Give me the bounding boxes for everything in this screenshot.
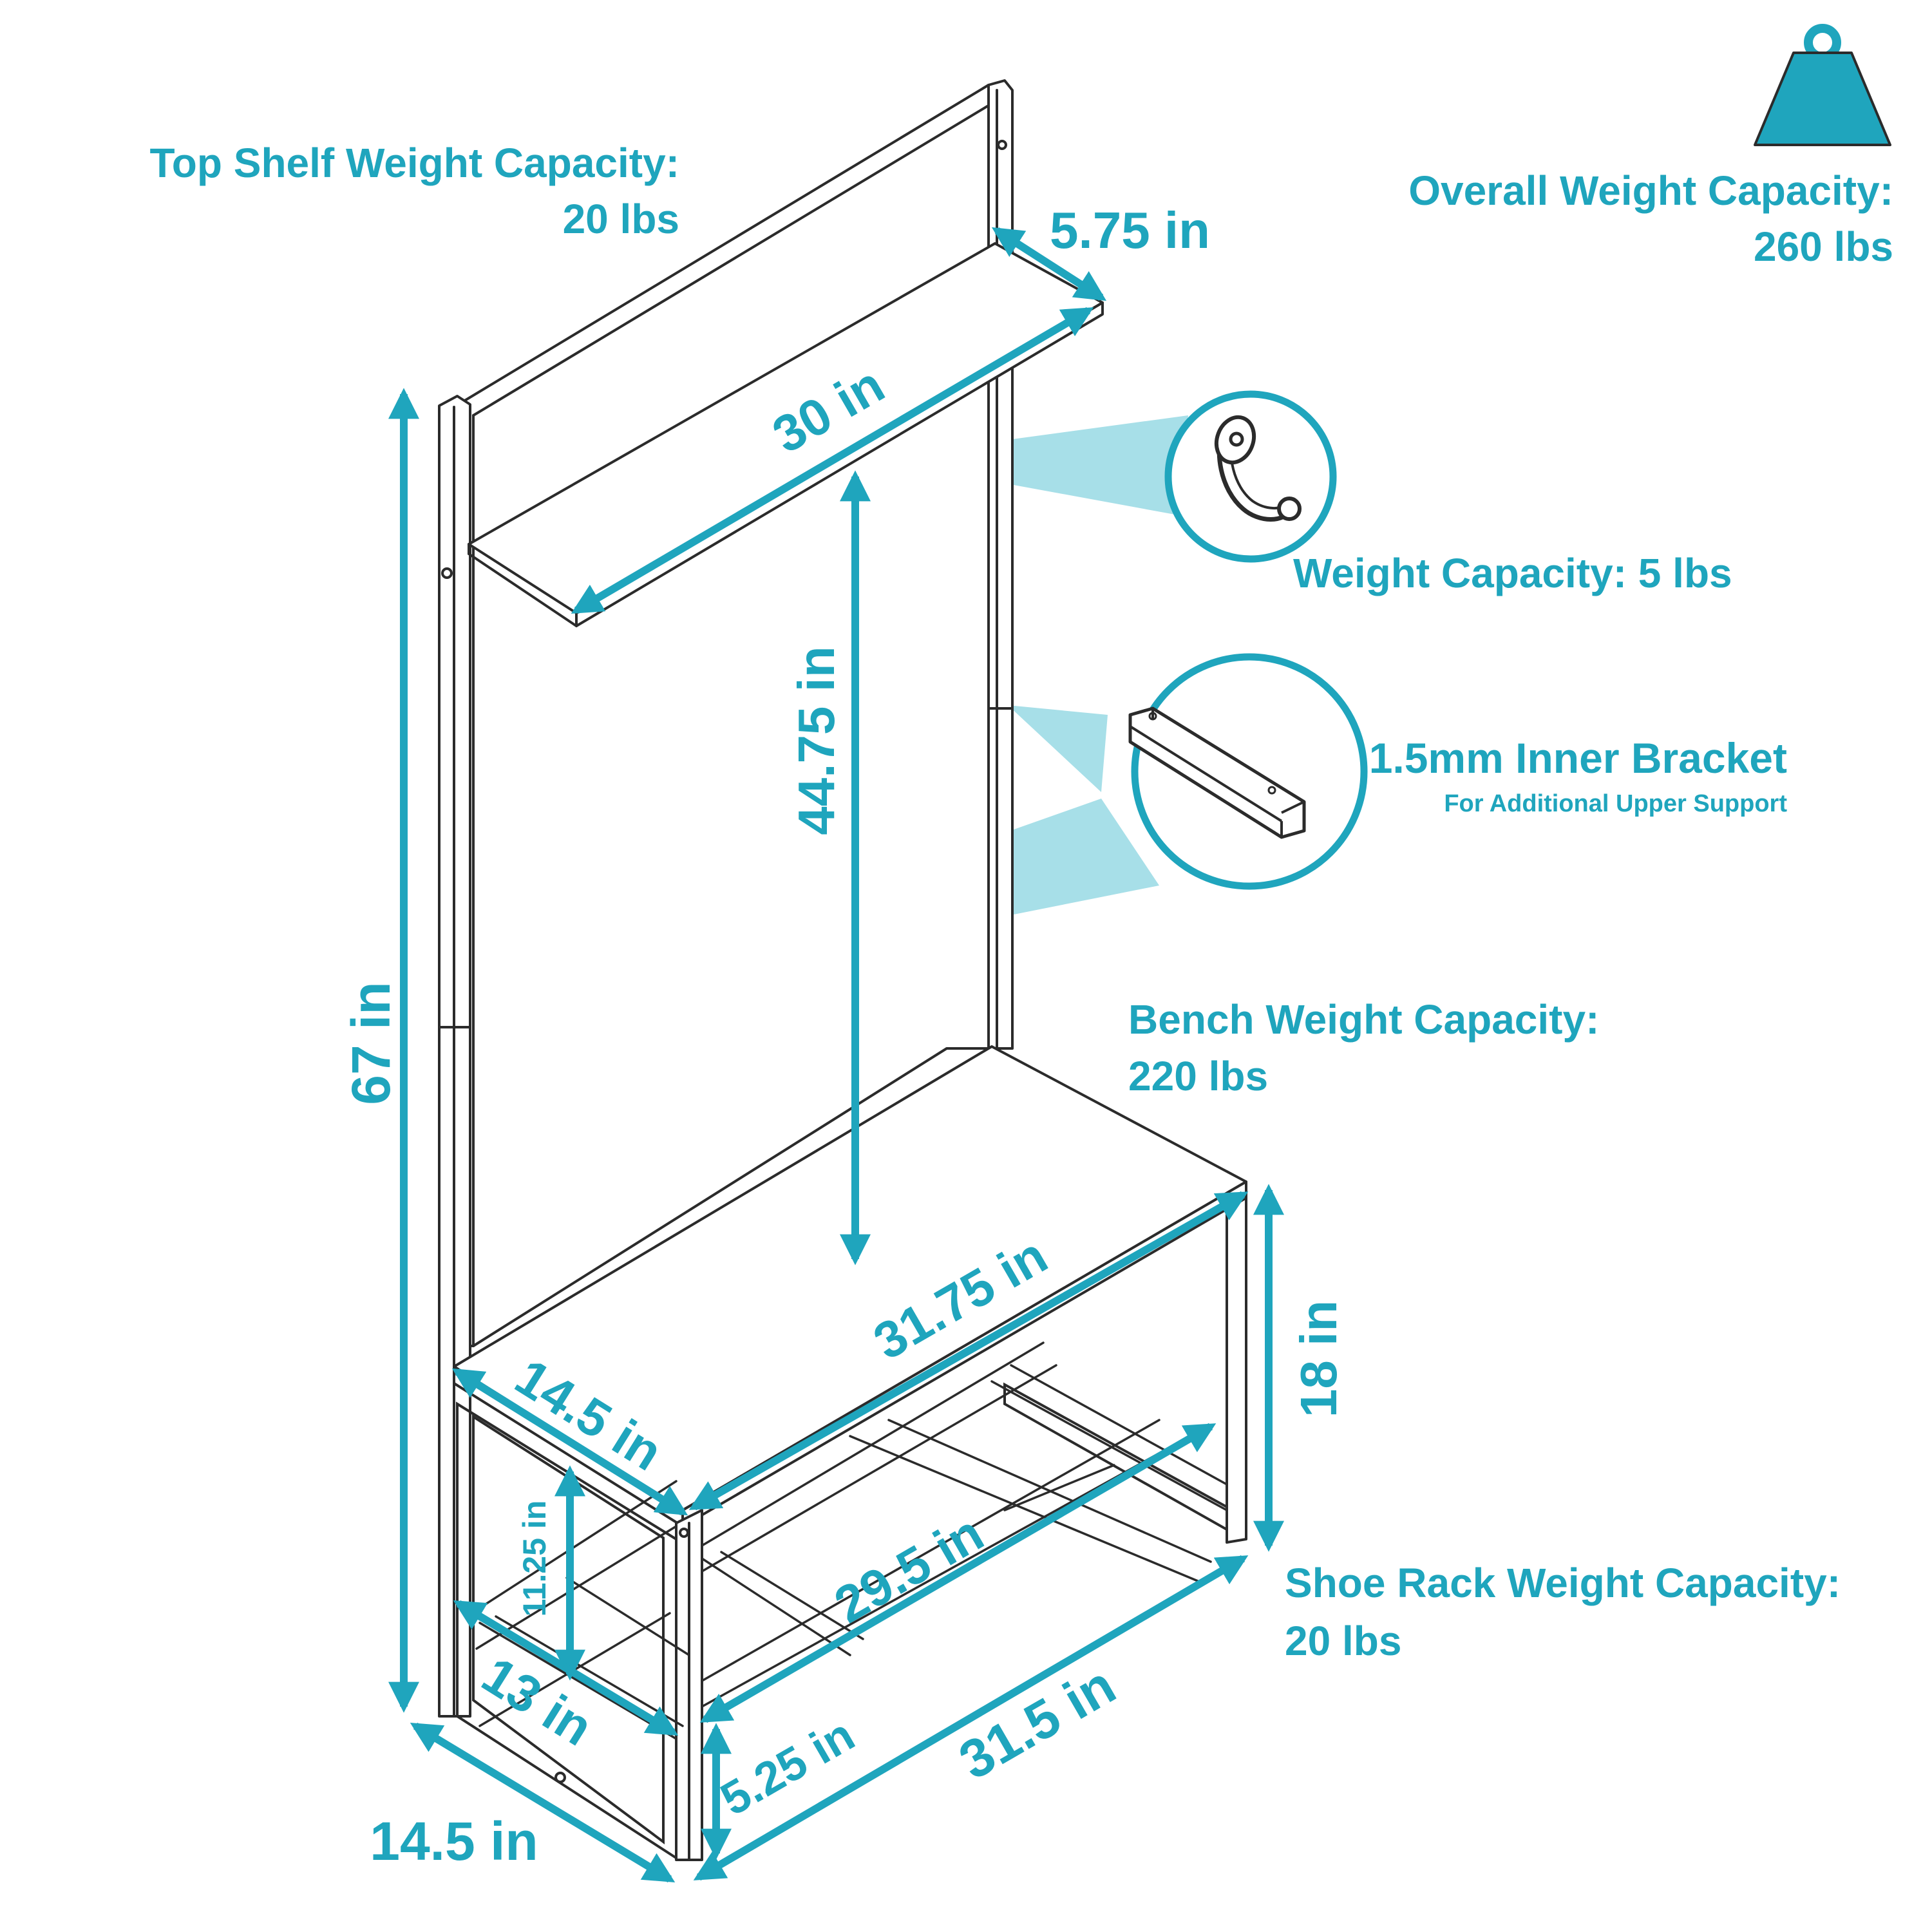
bracket-title: 1.5mm Inner Bracket [1369, 734, 1787, 782]
shelf-depth-arrow [991, 227, 1107, 301]
hook-to-bench-label: 44.75 in [788, 646, 845, 835]
capacity-labels: Top Shelf Weight Capacity: 20 lbs Overal… [149, 140, 1893, 1664]
top-shelf-capacity-value: 20 lbs [563, 196, 679, 242]
base-depth-label: 14.5 in [370, 1811, 538, 1871]
weight-icon [1754, 24, 1891, 146]
right-post [987, 79, 1014, 1050]
dimension-lines [388, 227, 1284, 1883]
bracket-subtitle: For Additional Upper Support [1444, 790, 1787, 817]
overall-height-label: 67 in [341, 981, 401, 1104]
bracket-callout-beam-upper [1008, 705, 1108, 792]
bench-capacity-title: Bench Weight Capacity: [1128, 996, 1599, 1043]
rack-depth-arrow [453, 1600, 679, 1736]
shelf-depth-label: 5.75 in [1050, 202, 1210, 259]
rack-gap-label: 11.25 in [516, 1501, 553, 1617]
bracket-icon [1128, 706, 1306, 839]
base-width-arrow [693, 1555, 1249, 1881]
bench-depth-arrow [451, 1368, 688, 1516]
bench-height-label: 18 in [1290, 1300, 1347, 1417]
bench-rear-leg [1226, 1197, 1247, 1544]
hook-capacity-label: Weight Capacity: 5 lbs [1293, 550, 1732, 596]
top-shelf-capacity-title: Top Shelf Weight Capacity: [149, 140, 679, 186]
hook-icon [1214, 415, 1302, 522]
shoe-rack-capacity-value: 20 lbs [1285, 1618, 1401, 1664]
foot-height-label: 5.25 in [712, 1709, 863, 1826]
shelf-width-arrow [571, 307, 1094, 614]
hook-callout [1164, 390, 1337, 563]
overall-capacity-value: 260 lbs [1754, 223, 1893, 270]
base-depth-arrow [410, 1722, 676, 1883]
bracket-callout [1128, 653, 1368, 890]
shoe-rack-capacity-title: Shoe Rack Weight Capacity: [1285, 1560, 1841, 1606]
overall-capacity-title: Overall Weight Capacity: [1408, 167, 1893, 214]
bench-capacity-value: 220 lbs [1128, 1053, 1268, 1099]
